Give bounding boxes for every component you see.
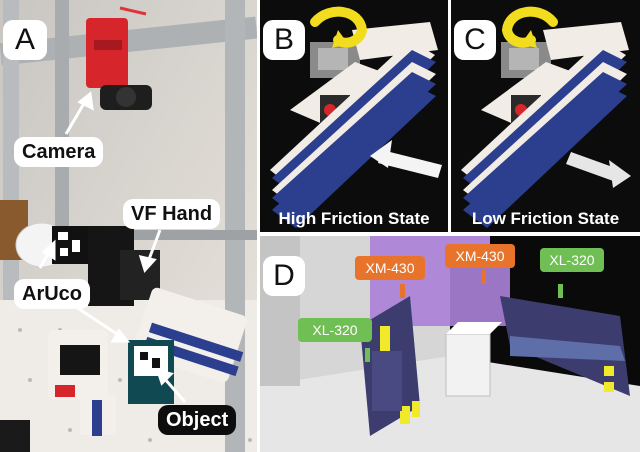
vf-hand-callout: VF Hand (123, 199, 221, 229)
high-friction-label: High Friction State (278, 209, 430, 228)
aruco-callout: ArUco (14, 279, 91, 309)
xm430-tag-right: XM-430 (445, 244, 515, 268)
xl320-tag-left: XL-320 (298, 318, 372, 342)
panel-d-label: D (263, 256, 305, 296)
panel-d: D XM-430 XM-430 XL-320 XL-320 (260, 236, 640, 452)
low-friction-label: Low Friction State (471, 209, 620, 228)
camera-callout: Camera (14, 137, 104, 167)
panel-c-label: C (454, 20, 496, 60)
low-friction-render (451, 0, 640, 232)
panel-a-label: A (3, 20, 47, 60)
panel-b: B High Friction State (260, 0, 448, 232)
panel-a: A Camera VF Hand ArUco Object (0, 0, 257, 452)
panel-c: C Low Friction State (451, 0, 640, 232)
xm430-tag-left: XM-430 (355, 256, 425, 280)
object-callout: Object (158, 405, 237, 435)
panel-b-label: B (263, 20, 305, 60)
xl320-tag-right: XL-320 (540, 248, 604, 272)
